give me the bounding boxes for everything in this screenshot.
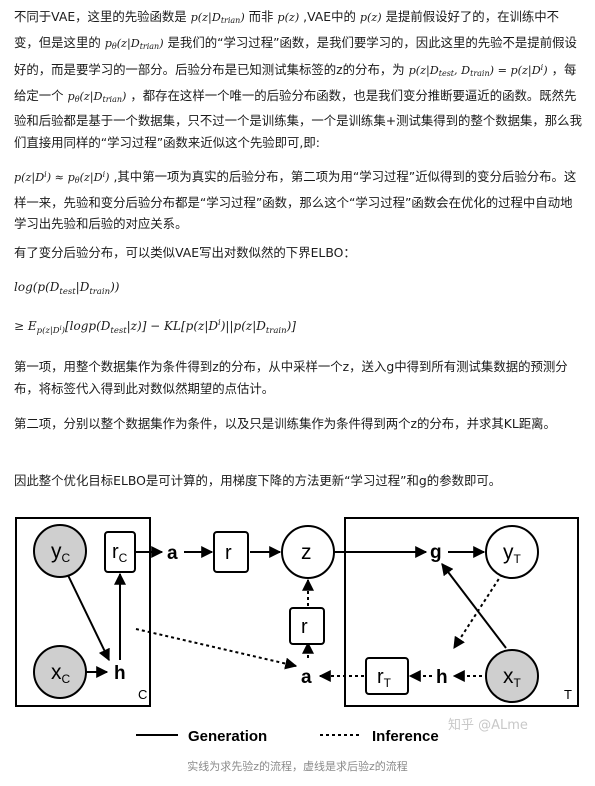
svg-text:xC: xC	[51, 661, 71, 686]
svg-text:yC: yC	[51, 540, 71, 565]
paragraph-second-term: 第二项，分别以整个数据集作为条件，以及只是训练集作为条件得到两个z的分布，并求其…	[14, 416, 556, 431]
plate-target	[344, 517, 579, 707]
legend-inference: Inference	[372, 728, 439, 745]
svg-text:xT: xT	[503, 665, 522, 690]
math-pz: p(z)	[277, 11, 300, 24]
node-h-right: h	[436, 667, 448, 688]
paragraph-first-term: 第一项，用整个数据集作为条件得到z的分布，从中采样一个z，送入g中得到所有测试集…	[14, 359, 568, 396]
math-ptheta: pθ(z|Dtrian)	[67, 89, 127, 104]
node-yc	[33, 524, 87, 578]
edge-yc-h	[64, 568, 110, 662]
node-h-left: h	[114, 663, 126, 684]
watermark: 知乎 @ALme	[448, 718, 528, 733]
node-rt	[365, 657, 409, 695]
node-r	[213, 531, 249, 573]
node-r-mid	[289, 607, 325, 645]
equation-log-likelihood: log(p(Dtest|Dtrain))	[14, 280, 120, 297]
math-approx: p(z|Di) ≈ pθ(z|Di)	[14, 170, 110, 185]
svg-text:z: z	[301, 541, 312, 564]
node-xc	[33, 645, 87, 699]
node-xt	[485, 649, 539, 703]
figure-caption: 实线为求先验z的流程，虚线是求后验z的流程	[187, 760, 408, 773]
math-posterior: p(z|Dtest, Dtrain) = p(z|Di)	[408, 63, 548, 78]
plate-context	[15, 517, 151, 707]
svg-text:r: r	[225, 542, 232, 564]
svg-text:yT: yT	[503, 541, 522, 566]
text: 是我们的“学习过程”函数，是我们要学习的，因此这里的先验不是提前假设好的，而是要…	[14, 34, 577, 78]
node-z	[281, 525, 335, 579]
edge-h-a	[135, 628, 298, 670]
node-a-bottom: a	[301, 667, 312, 688]
text: ,VAE中的	[303, 9, 356, 24]
paragraph-prior-description: 不同于VAE，这里的先验函数是 p(z|Dtrian) 而非 p(z) ,VAE…	[14, 6, 582, 153]
edge-xt-g	[441, 563, 507, 649]
math-prior: p(z|Dtrian)	[190, 11, 245, 25]
plate-label-c: C	[138, 687, 147, 702]
edge-yt-h	[453, 573, 503, 650]
legend-generation: Generation	[188, 728, 267, 745]
text: 不同于VAE，这里的先验函数是	[14, 9, 187, 24]
equation-elbo: ≥ Ep(z|Di)[logp(Dtest|z)] − KL[p(z|Di)||…	[14, 318, 296, 336]
svg-text:r: r	[301, 616, 308, 638]
text: ,其中第一项为真实的后验分布，第二项为用“学习过程”近似得到的变分后验分布。这样…	[14, 169, 577, 231]
text: ，每给定一个	[14, 62, 577, 103]
text: 是提前假设好了的，在训练中不变，但是这里的	[14, 9, 560, 50]
text: ，都存在这样一个唯一的后验分布函数，也是我们变分推断要逼近的函数。既然先验和后验…	[14, 87, 582, 150]
svg-text:rT: rT	[377, 666, 392, 690]
svg-text:rC: rC	[112, 541, 128, 565]
node-a-top: a	[167, 543, 178, 564]
node-rc	[104, 531, 136, 573]
node-g: g	[430, 542, 442, 563]
paragraph-conclusion: 因此整个优化目标ELBO是可计算的，用梯度下降的方法更新“学习过程”和g的参数即…	[14, 473, 502, 488]
text: 而非	[248, 9, 274, 24]
neural-process-diagram: C T yC xC rC h a r z r a g yT xT rT h Ge…	[15, 517, 579, 745]
paragraph-variational-posterior: p(z|Di) ≈ pθ(z|Di) ,其中第一项为真实的后验分布，第二项为用“…	[14, 164, 582, 235]
math-pz: p(z)	[359, 11, 382, 24]
plate-label-t: T	[564, 687, 572, 702]
node-yt	[485, 525, 539, 579]
math-ptheta: pθ(z|Dtrian)	[104, 36, 164, 51]
paragraph-elbo-intro: 有了变分后验分布，可以类似VAE写出对数似然的下界ELBO：	[14, 245, 356, 260]
